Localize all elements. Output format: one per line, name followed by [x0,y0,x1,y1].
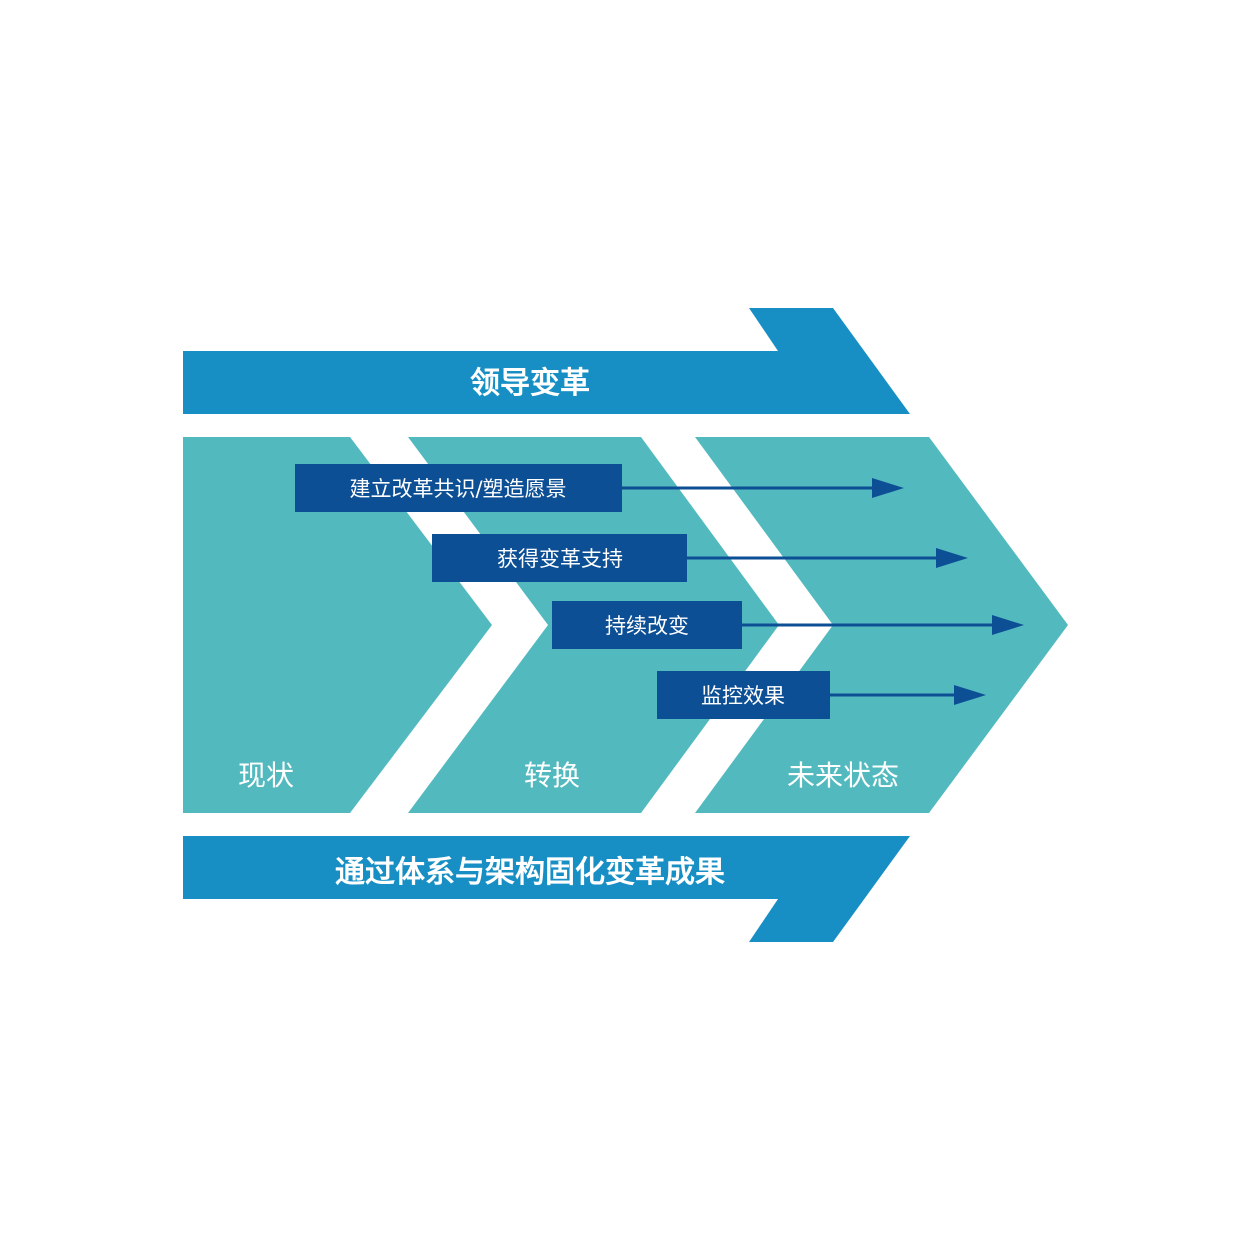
step-arrow-head-2 [936,548,968,568]
bottom-banner: 通过体系与架构固化变革成果 [183,836,910,942]
stage-labels: 现状 转换 未来状态 [238,759,899,792]
step-box-1 [295,464,622,512]
step-arrow-head-1 [872,478,904,498]
stage-label-current: 现状 [238,759,294,792]
bottom-banner-label: 通过体系与架构固化变革成果 [335,855,725,890]
step-box-4 [657,671,830,719]
step-arrow-head-4 [954,685,986,705]
stage-label-future: 未来状态 [787,759,899,792]
step-box-3 [552,601,742,649]
step-box-2 [432,534,687,582]
top-banner: 领导变革 [183,308,910,414]
step-label-1: 建立改革共识/塑造愿景 [349,477,566,501]
step-boxes: 建立改革共识/塑造愿景 获得变革支持 持续改变 监控效果 [295,464,830,719]
step-arrows [620,478,1024,705]
step-label-3: 持续改变 [605,614,689,638]
top-banner-label: 领导变革 [470,366,590,401]
stage-chevron-current [183,437,492,813]
step-arrow-head-3 [992,615,1024,635]
step-label-2: 获得变革支持 [497,547,623,571]
step-label-4: 监控效果 [701,684,785,708]
top-banner-arrow-shape [183,308,910,414]
stage-label-transition: 转换 [524,759,580,792]
bottom-banner-arrow-shape [183,836,910,942]
